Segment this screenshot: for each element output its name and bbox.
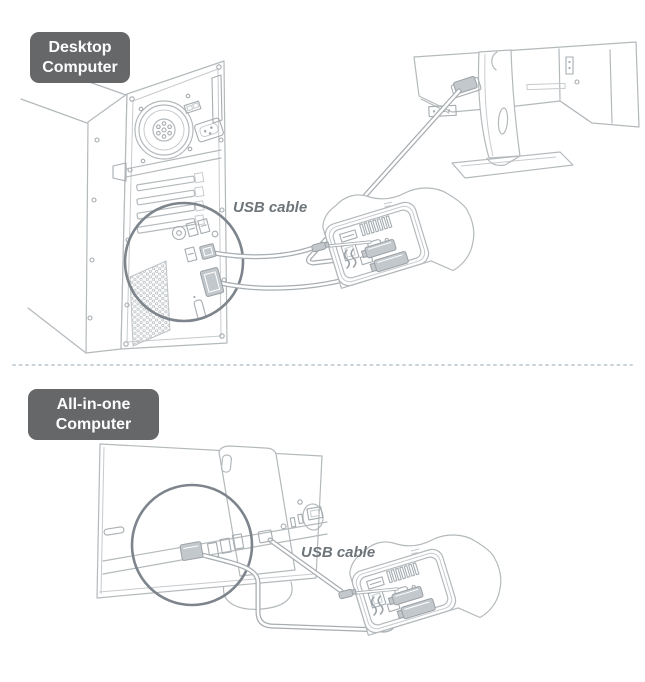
usb-cable-tower-to-router	[199, 243, 316, 260]
all-in-one-computer-badge-label: All-in-one Computer	[55, 395, 132, 433]
power-inlet	[194, 117, 224, 143]
portable-router-desktop	[309, 186, 476, 290]
usb-cable-monitor-to-router	[305, 88, 462, 266]
screw	[297, 499, 303, 505]
power-cable-aio-to-router	[257, 529, 344, 594]
handle-bracket	[211, 74, 223, 124]
usb-cable-label-desktop: USB cable	[233, 199, 308, 216]
vent-panel	[129, 260, 171, 347]
cable-tower-video-to-router	[199, 267, 374, 297]
all-in-one-illustration	[96, 443, 328, 599]
cooling-fan	[134, 93, 194, 164]
desktop-computer-badge: Desktop Computer	[30, 32, 130, 83]
cross-bar	[112, 149, 222, 182]
aio-foot	[222, 581, 293, 610]
desktop-tower-illustration	[20, 60, 228, 354]
monitor-illustration	[413, 41, 640, 179]
all-in-one-section	[96, 443, 503, 637]
vent-slot	[103, 526, 125, 536]
screw	[574, 79, 580, 85]
expansion-slots	[136, 171, 205, 234]
aio-port-strip	[102, 506, 328, 575]
monitor-side-ports	[565, 56, 574, 75]
cable-routing-hole	[302, 503, 324, 531]
monitor-base	[451, 151, 574, 179]
voltage-switch	[183, 100, 202, 114]
desktop-section	[20, 41, 640, 354]
magnifier-circle-desktop	[123, 201, 245, 323]
desktop-computer-badge-label: Desktop Computer	[42, 38, 118, 76]
stand-cutout	[497, 107, 509, 135]
all-in-one-computer-badge: All-in-one Computer	[28, 389, 159, 440]
magnifier-circle-aio	[130, 483, 254, 607]
usb-cable-label-aio: USB cable	[301, 544, 376, 561]
